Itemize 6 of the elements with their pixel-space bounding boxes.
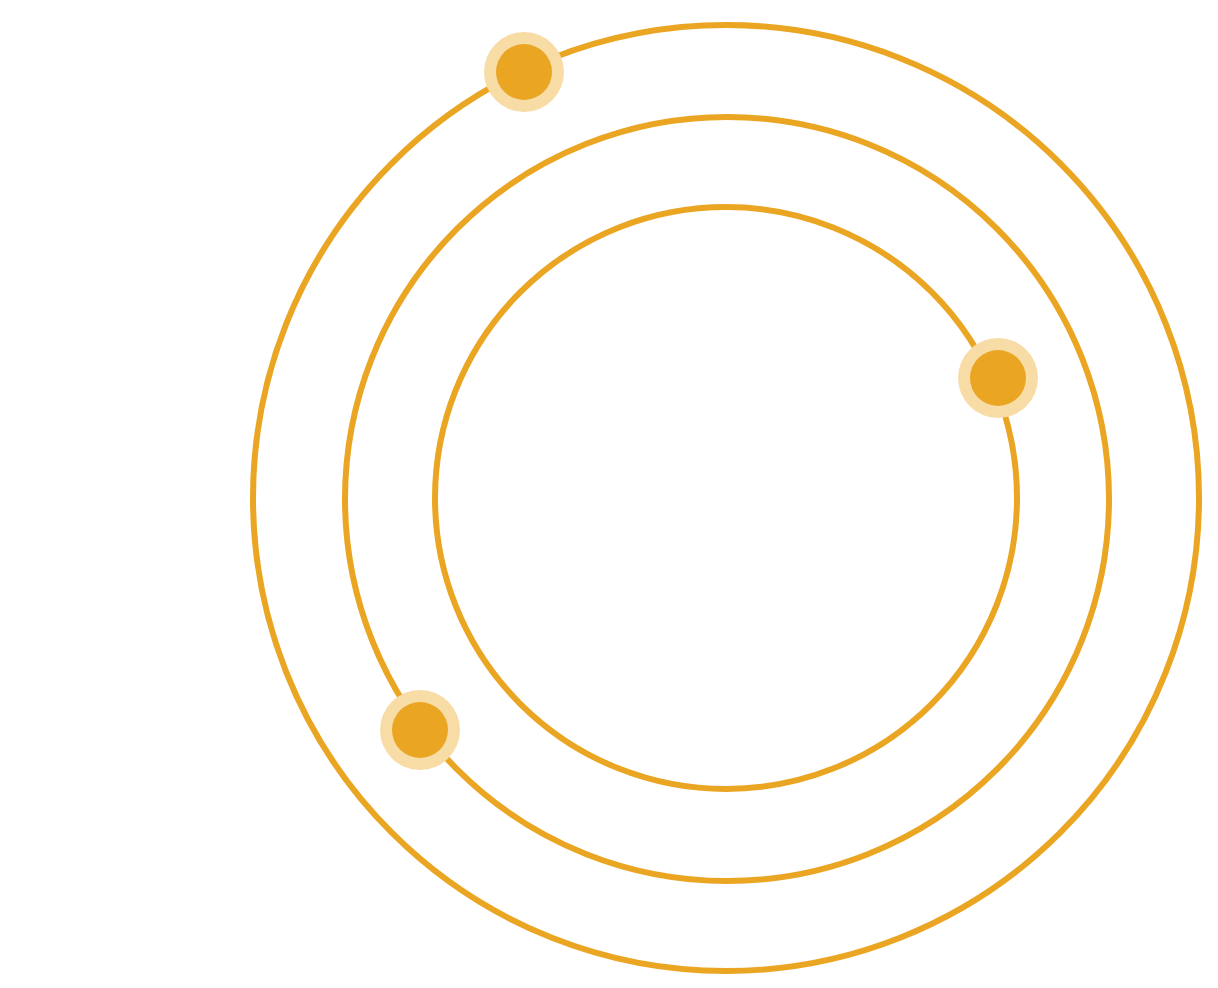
orbit-dot xyxy=(957,338,1038,419)
orbit-dot xyxy=(380,690,461,771)
orbit-ring xyxy=(432,204,1020,792)
orbit-ring xyxy=(250,22,1202,974)
orbit-dot xyxy=(483,31,564,112)
orbit-ring xyxy=(341,113,1111,883)
